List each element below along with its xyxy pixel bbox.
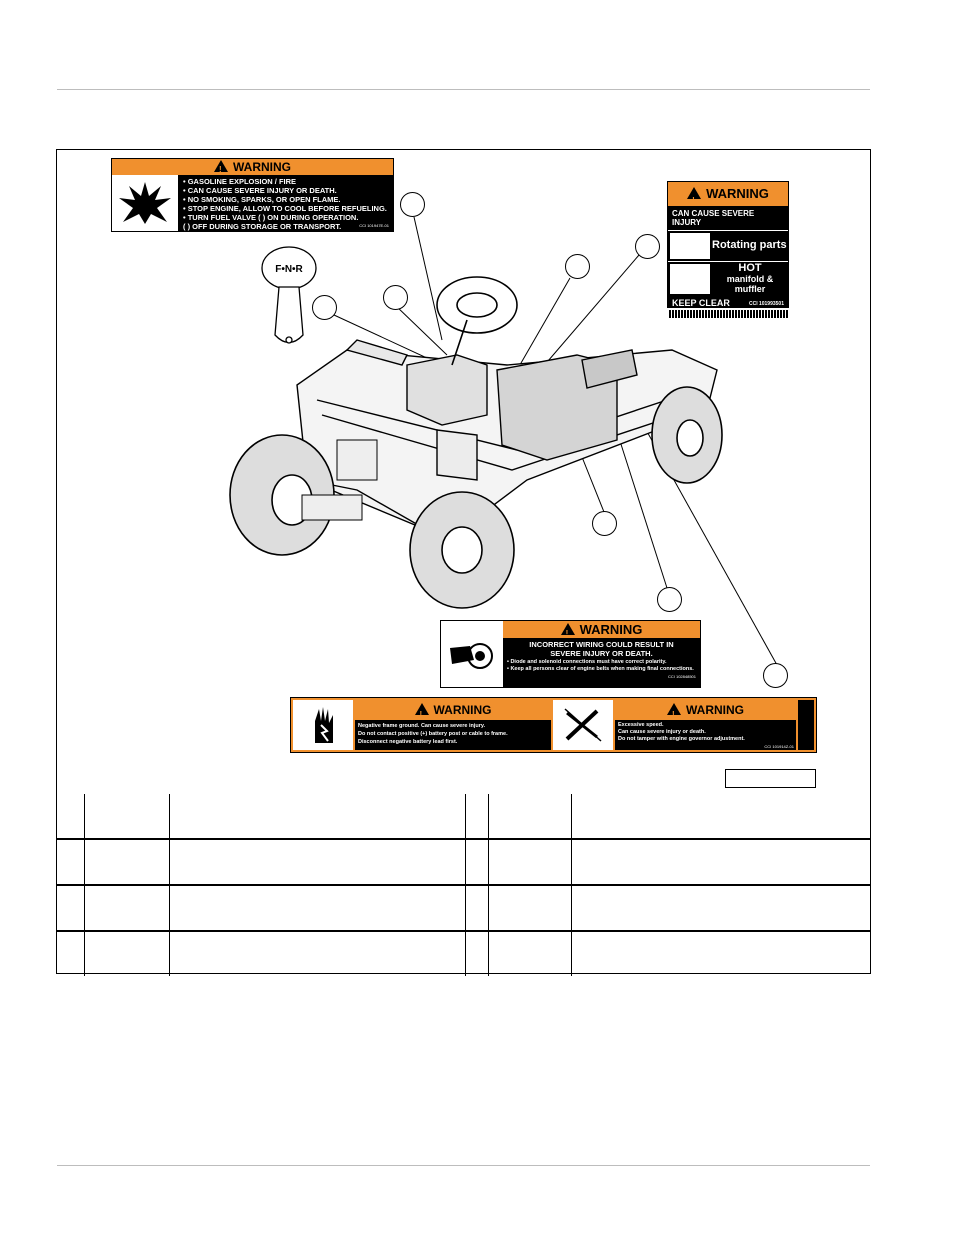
figure-frame: F•N•R WARNING • GASOLINE EXPLOSION / FIR… bbox=[56, 149, 871, 976]
table-cell bbox=[488, 884, 572, 931]
table-cell bbox=[84, 794, 170, 839]
table-cell bbox=[571, 930, 870, 976]
callout-circle bbox=[763, 663, 788, 688]
warning-triangle-icon bbox=[414, 703, 429, 725]
header-rule bbox=[57, 89, 870, 90]
table-cell bbox=[465, 838, 489, 885]
table-row bbox=[57, 794, 870, 839]
table-cell bbox=[488, 838, 572, 885]
table-cell bbox=[169, 838, 466, 885]
engine-warning-decal: WARNING CAN CAUSE SEVERE INJURY Rotating… bbox=[667, 181, 789, 318]
table-cell bbox=[571, 838, 870, 885]
explosion-icon bbox=[112, 175, 178, 231]
figure-reference-box bbox=[725, 769, 816, 788]
rotating-parts-icon bbox=[670, 233, 710, 259]
callout-circle bbox=[657, 587, 682, 612]
vehicle-illustration: F•N•R bbox=[229, 216, 778, 666]
shifter-label: F•N•R bbox=[275, 264, 303, 275]
legend-table bbox=[57, 794, 870, 976]
table-cell bbox=[57, 838, 85, 885]
battery-speed-warning-decal: WARNING Negative frame ground. Can cause… bbox=[290, 697, 817, 753]
warning-triangle-icon bbox=[687, 187, 702, 213]
table-cell bbox=[57, 884, 85, 931]
decal-header: WARNING bbox=[112, 159, 393, 178]
decal-header: WARNING bbox=[615, 700, 796, 725]
table-cell bbox=[465, 794, 489, 839]
barcode bbox=[668, 310, 788, 318]
table-cell bbox=[571, 884, 870, 931]
table-cell bbox=[571, 794, 870, 839]
callout-circle bbox=[592, 511, 617, 536]
table-cell bbox=[488, 930, 572, 976]
warning-triangle-icon bbox=[560, 623, 575, 642]
table-cell bbox=[488, 794, 572, 839]
table-cell bbox=[57, 930, 85, 976]
table-cell bbox=[84, 884, 170, 931]
decal-header: WARNING bbox=[503, 621, 700, 642]
callout-circle bbox=[565, 254, 590, 279]
electric-shock-icon bbox=[293, 700, 353, 750]
callout-circle bbox=[312, 295, 337, 320]
governor-tool-icon bbox=[553, 700, 613, 750]
fuel-warning-decal: WARNING • GASOLINE EXPLOSION / FIRE • CA… bbox=[111, 158, 394, 232]
decal-header: WARNING bbox=[355, 700, 551, 725]
table-cell bbox=[465, 884, 489, 931]
wiring-warning-decal: WARNING INCORRECT WIRING COULD RESULT IN… bbox=[440, 620, 701, 688]
table-row bbox=[57, 838, 870, 885]
callout-circle bbox=[400, 192, 425, 217]
table-cell bbox=[57, 794, 85, 839]
table-cell bbox=[84, 838, 170, 885]
table-cell bbox=[169, 930, 466, 976]
table-row bbox=[57, 930, 870, 976]
table-cell bbox=[169, 884, 466, 931]
callout-circle bbox=[635, 234, 660, 259]
hot-surface-icon bbox=[670, 264, 710, 294]
table-cell bbox=[84, 930, 170, 976]
decal-header: WARNING bbox=[668, 182, 788, 213]
table-row bbox=[57, 884, 870, 931]
table-cell bbox=[465, 930, 489, 976]
warning-triangle-icon bbox=[667, 703, 681, 725]
warning-triangle-icon bbox=[214, 160, 228, 178]
callout-circle bbox=[383, 285, 408, 310]
hand-belt-icon bbox=[441, 621, 503, 687]
footer-rule bbox=[57, 1165, 870, 1166]
shifter-knob bbox=[261, 246, 317, 344]
table-cell bbox=[169, 794, 466, 839]
